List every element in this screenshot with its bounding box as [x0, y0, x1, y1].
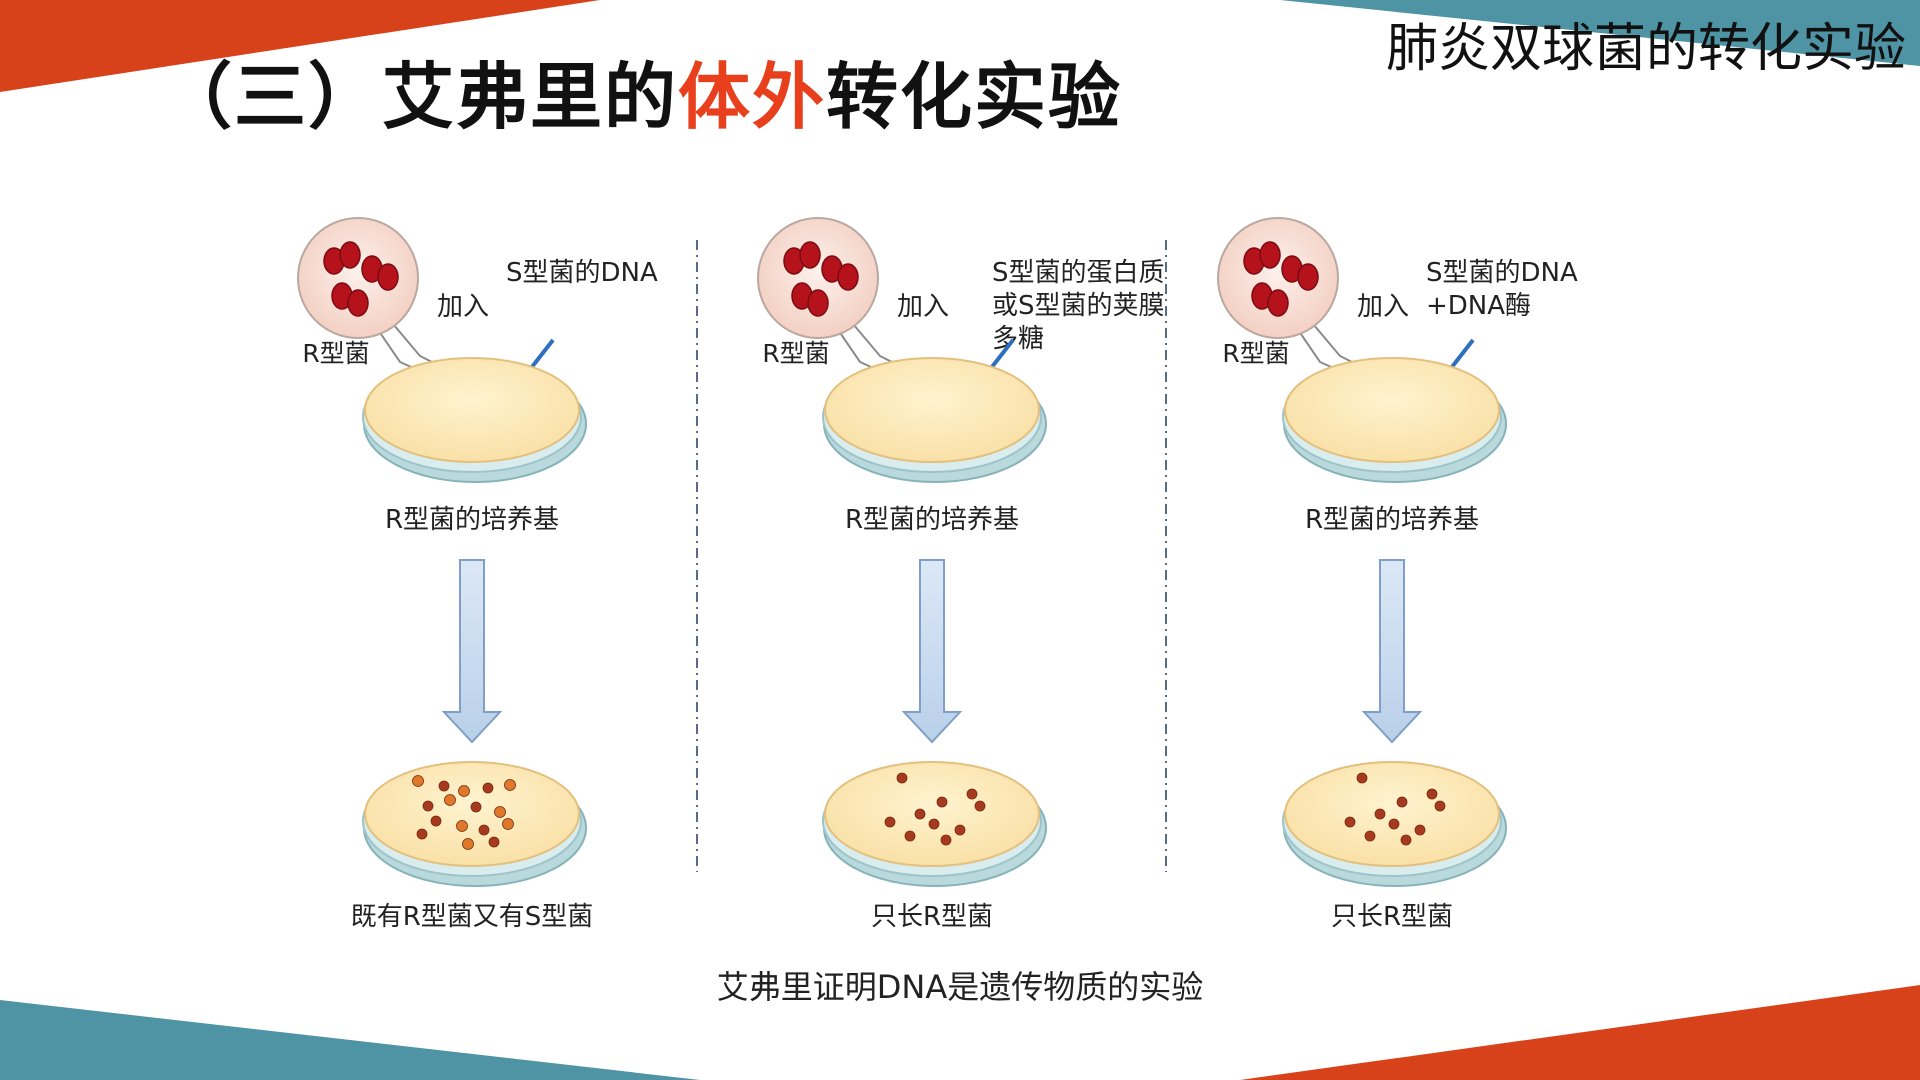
r-bacterium — [1259, 241, 1281, 269]
r-bacterium — [799, 241, 821, 269]
top-left-orange-band — [0, 0, 600, 92]
medium-plate — [1282, 357, 1507, 483]
r-bacterium — [807, 289, 829, 317]
s-colony — [456, 820, 468, 832]
add-label: 加入 — [1357, 292, 1409, 322]
r-colony — [1374, 808, 1386, 820]
plate-label: R型菌的培养基 — [385, 505, 559, 535]
medium-plate — [822, 357, 1047, 483]
figure-caption: 艾弗里证明DNA是遗传物质的实验 — [716, 968, 1204, 1006]
result-plate — [1282, 761, 1507, 887]
r-bacterium — [1267, 289, 1289, 317]
magnifier-connector — [847, 317, 893, 363]
r-colony — [914, 808, 926, 820]
r-colony — [974, 800, 986, 812]
r-colony — [470, 801, 482, 813]
bottom-right-orange-band — [1240, 985, 1920, 1080]
plate-label: R型菌的培养基 — [1305, 505, 1479, 535]
add-label: 加入 — [437, 292, 489, 322]
s-colony — [494, 806, 506, 818]
bacteria-label: R型菌 — [302, 339, 369, 368]
r-colony — [438, 780, 450, 792]
s-colony — [458, 785, 470, 797]
s-colony — [502, 818, 514, 830]
title-highlight: 体外 — [678, 55, 827, 139]
down-arrow-icon — [441, 559, 503, 744]
title-suffix: 转化实验 — [826, 55, 1123, 139]
r-colony — [1434, 800, 1446, 812]
r-colony — [940, 834, 952, 846]
bottom-left-teal-band — [0, 1000, 700, 1080]
slide-topic: 肺炎双球菌的转化实验 — [1385, 19, 1906, 79]
r-colony — [884, 816, 896, 828]
r-bacterium — [377, 263, 399, 291]
down-arrow-icon — [901, 559, 963, 744]
r-colony — [1356, 772, 1368, 784]
r-colony — [482, 782, 494, 794]
r-colony — [1388, 818, 1400, 830]
result-label: 只长R型菌 — [1331, 902, 1453, 932]
r-bacterium — [1297, 263, 1319, 291]
r-colony — [966, 788, 978, 800]
substance-label: S型菌的DNA — [506, 258, 658, 288]
result-plate — [822, 761, 1047, 887]
r-colony — [936, 796, 948, 808]
substance-label: +DNA酶 — [1426, 291, 1531, 321]
bacteria-magnifier — [297, 217, 419, 339]
bacteria-magnifier — [757, 217, 879, 339]
title-prefix: （三）艾弗里的 — [160, 55, 679, 139]
result-label: 只长R型菌 — [871, 902, 993, 932]
r-colony — [1364, 830, 1376, 842]
plate-label: R型菌的培养基 — [845, 505, 1019, 535]
s-colony — [412, 775, 424, 787]
substance-label: 多糖 — [992, 324, 1044, 354]
s-colony — [504, 779, 516, 791]
medium-plate — [362, 357, 587, 483]
r-bacterium — [347, 289, 369, 317]
s-colony — [444, 794, 456, 806]
r-colony — [1426, 788, 1438, 800]
substance-label: S型菌的DNA — [1426, 258, 1578, 288]
r-colony — [1344, 816, 1356, 828]
bacteria-label: R型菌 — [762, 339, 829, 368]
r-colony — [416, 828, 428, 840]
r-colony — [954, 824, 966, 836]
bacteria-label: R型菌 — [1222, 339, 1289, 368]
magnifier-connector — [387, 317, 433, 363]
r-colony — [904, 830, 916, 842]
add-label: 加入 — [897, 292, 949, 322]
r-colony — [896, 772, 908, 784]
r-bacterium — [339, 241, 361, 269]
down-arrow-icon — [1361, 559, 1423, 744]
result-label: 既有R型菌又有S型菌 — [351, 902, 594, 932]
r-colony — [478, 824, 490, 836]
r-bacterium — [837, 263, 859, 291]
magnifier-connector — [1307, 317, 1353, 363]
substance-label: 或S型菌的荚膜 — [992, 291, 1165, 321]
r-colony — [1400, 834, 1412, 846]
slide-title: （三）艾弗里的体外转化实验 — [160, 38, 1122, 143]
result-plate — [362, 761, 587, 887]
s-colony — [462, 838, 474, 850]
bacteria-magnifier — [1217, 217, 1339, 339]
substance-label: S型菌的蛋白质 — [992, 258, 1165, 288]
r-colony — [430, 815, 442, 827]
top-right-teal-band — [1280, 0, 1920, 66]
r-colony — [488, 836, 500, 848]
r-colony — [1414, 824, 1426, 836]
r-colony — [1396, 796, 1408, 808]
r-colony — [928, 818, 940, 830]
r-colony — [422, 800, 434, 812]
